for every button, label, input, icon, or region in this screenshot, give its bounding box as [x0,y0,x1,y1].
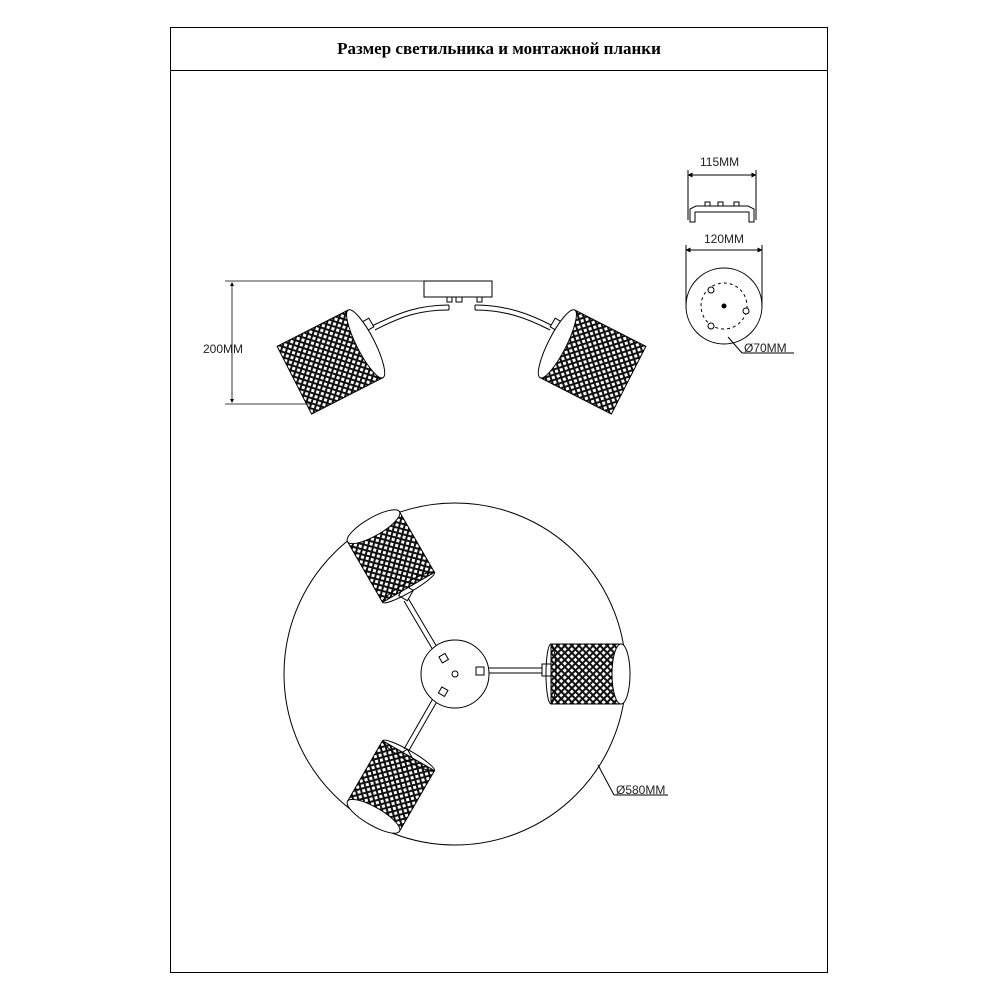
height-label: 200MM [203,342,243,356]
arm-left [371,304,450,327]
page-title: Размер светильника и монтажной планки [337,39,661,58]
shade-left-side [276,309,386,415]
bracket-body [689,205,755,223]
drawing-frame: Размер светильника и монтажной планки [170,27,828,973]
shade-top-lower [346,739,436,834]
canopy-screw-right [476,296,483,303]
arm-right [474,304,554,327]
shade-top-right [545,643,631,705]
height-dimension [225,280,424,405]
title-bar: Размер светильника и монтажной планки [171,28,827,71]
side-view [359,280,565,333]
canopy-bore-label: Ø70MM [744,341,787,355]
canopy-stem [455,296,463,303]
canopy-screw-left [446,296,453,303]
bracket-width-label: 115MM [700,155,739,169]
bracket-view [687,170,757,223]
canopy-side [423,280,493,298]
canopy-width-label: 120MM [704,232,744,246]
shade-top-upper [346,509,436,604]
canopy-top-view [685,245,794,354]
shade-right-side [537,309,647,415]
overall-diameter-label: Ø580MM [616,783,665,797]
